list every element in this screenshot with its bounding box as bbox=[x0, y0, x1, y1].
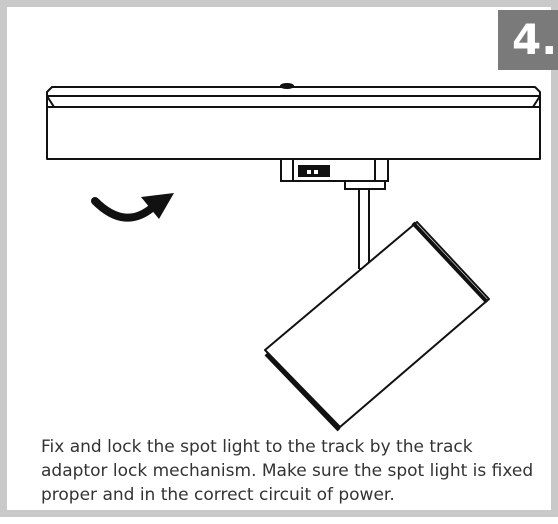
step-number-badge: 4. bbox=[498, 10, 558, 70]
track-rail bbox=[46, 83, 541, 160]
track-adaptor bbox=[280, 158, 389, 190]
instruction-text: Fix and lock the spot light to the track… bbox=[41, 437, 534, 505]
spot-light-stem bbox=[358, 189, 370, 270]
curved-arrow-icon bbox=[91, 193, 174, 222]
spot-light-housing bbox=[264, 221, 490, 432]
track-light-illustration bbox=[46, 83, 541, 432]
